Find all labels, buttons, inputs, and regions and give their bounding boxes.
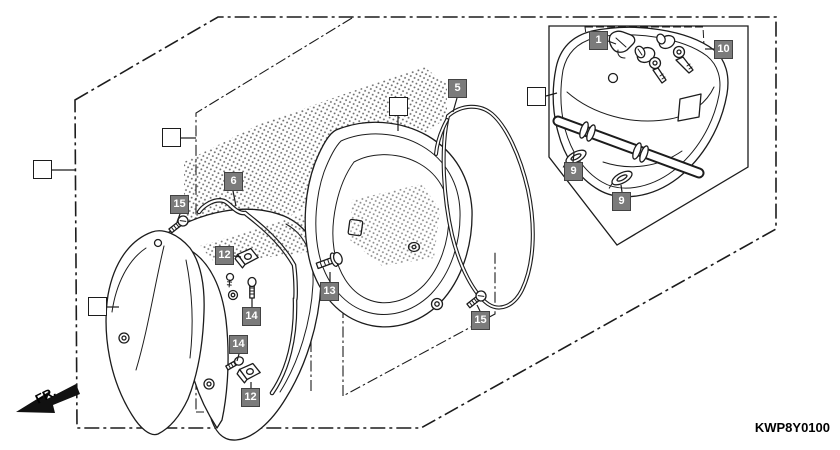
fr-direction-arrow: FR. xyxy=(16,384,80,413)
screw-15a-drawing xyxy=(168,215,189,234)
screw-14b-drawing xyxy=(225,356,245,371)
bolt-13-drawing xyxy=(315,251,343,270)
lock-set-drawing xyxy=(634,33,694,84)
screw-14a-drawing xyxy=(247,276,257,299)
box-seal-drawing xyxy=(434,104,535,310)
part-label-14[interactable]: 14 xyxy=(229,335,248,354)
empty-callout-box xyxy=(88,297,107,316)
empty-callout-box xyxy=(33,160,52,179)
part-label-15[interactable]: 15 xyxy=(170,195,189,214)
part-label-13[interactable]: 13 xyxy=(320,282,339,301)
part-label-12[interactable]: 12 xyxy=(215,246,234,265)
part-label-9[interactable]: 9 xyxy=(612,192,631,211)
part-label-12[interactable]: 12 xyxy=(241,388,260,407)
clip-nut-12a-drawing xyxy=(234,247,259,269)
front-cover-drawing xyxy=(105,230,229,436)
diagram-code: KWP8Y0100 xyxy=(755,420,830,435)
lid-latch-drawing xyxy=(608,30,636,59)
blank-card-drawing xyxy=(677,93,702,122)
screw-15b-drawing xyxy=(466,290,487,309)
empty-callout-box xyxy=(389,97,408,116)
part-label-15[interactable]: 15 xyxy=(471,311,490,330)
part-label-9[interactable]: 9 xyxy=(564,162,583,181)
part-label-10[interactable]: 10 xyxy=(714,40,733,59)
part-label-6[interactable]: 6 xyxy=(224,172,243,191)
clip-nut-12b-drawing xyxy=(236,362,261,384)
box-frame-drawing xyxy=(304,121,473,328)
part-label-14[interactable]: 14 xyxy=(242,307,261,326)
lid-drawing xyxy=(552,26,729,198)
empty-callout-box xyxy=(162,128,181,147)
leader-lines xyxy=(52,40,714,388)
empty-callout-box xyxy=(527,87,546,106)
part-label-1[interactable]: 1 xyxy=(589,31,608,50)
outer-boundary xyxy=(74,16,777,429)
part-label-5[interactable]: 5 xyxy=(448,79,467,98)
clip-9b-drawing xyxy=(608,170,633,189)
